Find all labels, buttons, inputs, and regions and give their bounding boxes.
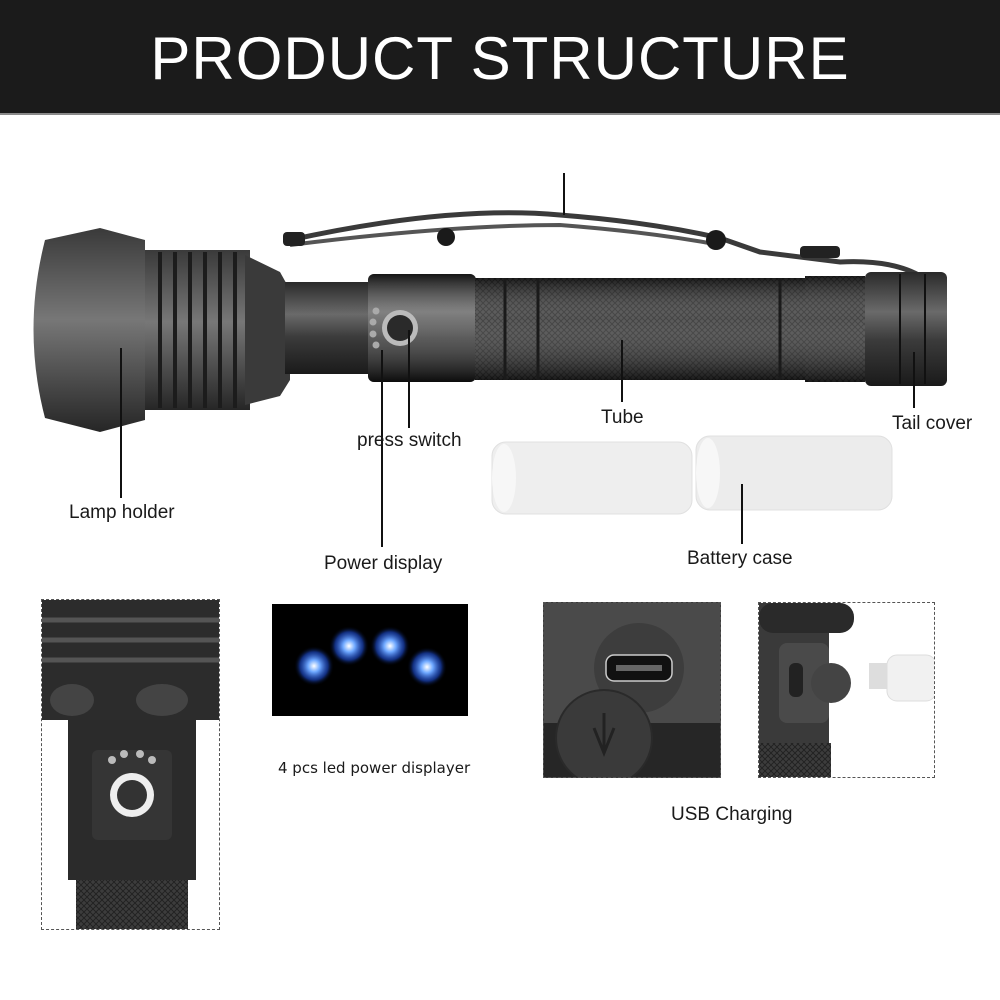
usb-cable-panel xyxy=(758,602,935,778)
switch-closeup-image xyxy=(42,600,219,929)
usb-port-image xyxy=(544,603,720,777)
lamp-holder-leader-line xyxy=(120,348,122,498)
usb-cable-image xyxy=(759,603,934,777)
label-tube: Tube xyxy=(601,407,644,428)
header-banner: PRODUCT STRUCTURE xyxy=(0,0,1000,115)
label-tail-cover: Tail cover xyxy=(892,413,973,434)
press-switch-leader-line xyxy=(408,330,410,428)
battery-case-leader-line xyxy=(741,484,743,544)
led-power-display-image xyxy=(272,604,468,716)
switch-closeup-panel xyxy=(41,599,220,930)
tail-cover-leader-line xyxy=(913,352,915,408)
lanyard-leader-line xyxy=(563,173,565,215)
flashlight-illustration xyxy=(33,210,948,515)
led-caption: 4 pcs led power displayer xyxy=(278,759,471,777)
page-title: PRODUCT STRUCTURE xyxy=(150,25,850,92)
label-lamp-holder: Lamp holder xyxy=(69,502,175,523)
power-display-leader-line xyxy=(381,350,383,547)
usb-caption: USB Charging xyxy=(671,804,793,825)
label-battery-case: Battery case xyxy=(687,548,793,569)
usb-port-panel xyxy=(543,602,721,778)
label-press-switch: press switch xyxy=(357,430,462,451)
tube-leader-line xyxy=(621,340,623,402)
label-power-display: Power display xyxy=(324,553,443,574)
